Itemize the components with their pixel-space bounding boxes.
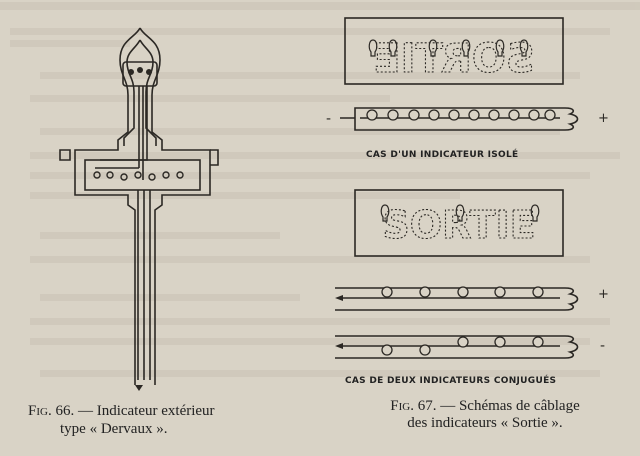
caption-fig-66-line2: type « Dervaux ». [60, 421, 168, 437]
strip-isolated [340, 107, 579, 131]
crest-inner [123, 39, 157, 146]
label-isolated: CAS D'UN INDICATEUR ISOLÉ [366, 150, 519, 160]
sign-top-frame [344, 17, 564, 85]
strip-conj-lamps [381, 286, 544, 356]
sign-top-word: SORTIE [373, 36, 534, 82]
minus-isolated: - [326, 111, 331, 127]
sign-bottom-bulbs [380, 204, 540, 222]
sign-bottom-word: SORTIE [382, 203, 535, 247]
head-box [122, 61, 158, 87]
caption-fig-67-line2: des indicateurs « Sortie ». [407, 415, 563, 431]
caption-fig-66: Fig. 66. — Indicateur extérieur type « D… [28, 402, 268, 438]
strip-conj-top [335, 287, 579, 311]
label-conjugated: CAS DE DEUX INDICATEURS CONJUGUÉS [345, 376, 557, 386]
strip-isolated-lamps [366, 109, 556, 121]
caption-fig-66-line1: — Indicateur extérieur [74, 403, 215, 419]
sign-top-bulbs [368, 39, 529, 57]
plus-isolated: + [598, 111, 609, 126]
caption-fig-67: Fig. 67. — Schémas de câblage des indica… [355, 398, 615, 432]
caption-fig-66-prefix: Fig. 66. [28, 403, 75, 419]
head-lamps [128, 67, 152, 75]
caption-fig-67-line1: — Schémas de câblage [436, 398, 580, 414]
plus-conj-top: + [598, 287, 609, 302]
strip-conj-bottom [335, 335, 579, 359]
minus-conj-bottom: - [600, 338, 605, 354]
panel-lamps [93, 171, 184, 181]
sign-bottom-frame [354, 189, 564, 257]
caption-fig-67-prefix: Fig. 67. [390, 398, 437, 414]
